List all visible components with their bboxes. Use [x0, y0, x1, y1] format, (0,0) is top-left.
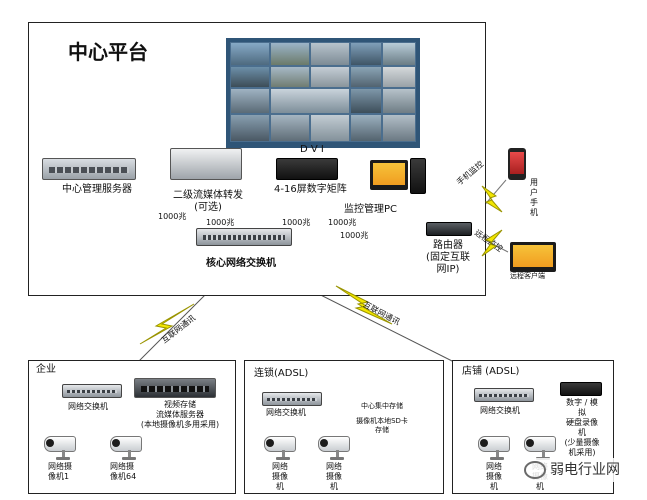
store-title: 店铺 (ADSL) [462, 366, 520, 377]
camera-icon [264, 436, 296, 462]
chain-box [244, 360, 444, 494]
camera-icon [524, 436, 556, 462]
camera-icon [110, 436, 142, 462]
chain-switch-icon [262, 392, 322, 406]
user-phone-label: 用户手机 [530, 178, 538, 217]
stream-server-icon [170, 148, 242, 180]
router-icon [426, 222, 472, 236]
chain-camera2-label: 网络 摄像 机 [326, 462, 342, 491]
enterprise-title: 企业 [36, 364, 56, 375]
remote-client-label: 远程客户端 [510, 272, 545, 280]
store-switch-label: 网络交换机 [480, 406, 520, 415]
core-switch-label: 核心网络交换机 [206, 258, 276, 269]
matrix-label: 4-16屏数字矩阵 [274, 184, 347, 195]
link-label-4: 1000兆 [328, 218, 357, 227]
core-switch-icon [196, 228, 292, 246]
nvr-server-icon [134, 378, 216, 398]
lightning-bolt-icon [481, 185, 503, 213]
link-label-3: 1000兆 [282, 218, 311, 227]
chain-switch-label: 网络交换机 [266, 408, 306, 417]
chain-storage-note: 中心集中存储 摄像机本地SD卡 存储 [356, 402, 408, 434]
remote-client-monitor-icon [510, 242, 556, 272]
management-server-label: 中心管理服务器 [62, 184, 132, 195]
enterprise-switch-icon [62, 384, 122, 398]
lightning-bolt-icon [335, 285, 393, 325]
stream-forward-label: 二级流媒体转发 (可选) [173, 190, 243, 213]
monitor-pc-label: 监控管理PC [344, 204, 398, 215]
camera-icon [478, 436, 510, 462]
nvr-label: 视频存储 流媒体服务器 (本地摄像机多用采用) [140, 400, 220, 429]
link-label-1: 1000兆 [158, 212, 187, 221]
camera-icon [318, 436, 350, 462]
video-wall [226, 38, 420, 148]
dvi-label: D V I [300, 144, 324, 155]
mobile-phone-icon [508, 148, 526, 180]
store-camera1-label: 网络 摄像 机 [486, 462, 502, 491]
watermark-text: 弱电行业网 [550, 462, 620, 478]
watermark: 弱电行业网 [522, 458, 644, 482]
matrix-device-icon [276, 158, 338, 180]
camera-icon [44, 436, 76, 462]
wechat-icon [524, 461, 546, 479]
router-label: 路由器 (固定互联 网IP) [426, 240, 470, 275]
chain-camera1-label: 网络 摄像 机 [272, 462, 288, 491]
store-switch-icon [474, 388, 534, 402]
enterprise-camera64-label: 网络摄 像机64 [110, 462, 137, 481]
management-server-icon [42, 158, 136, 180]
dvr-label: 数字 / 模 拟 硬盘录像 机 (少量摄像 机采用) [564, 398, 600, 457]
lightning-bolt-icon [481, 229, 503, 257]
pc-tower-icon [410, 158, 426, 194]
monitor-pc-icon [370, 160, 408, 190]
center-platform-title: 中心平台 [68, 40, 148, 64]
chain-title: 连锁(ADSL) [254, 368, 309, 379]
dvr-icon [560, 382, 602, 396]
enterprise-switch-label: 网络交换机 [68, 402, 108, 411]
lightning-bolt-icon [139, 303, 195, 345]
enterprise-camera1-label: 网络摄 像机1 [48, 462, 72, 481]
link-label-5: 1000兆 [340, 231, 369, 240]
link-label-2: 1000兆 [206, 218, 235, 227]
